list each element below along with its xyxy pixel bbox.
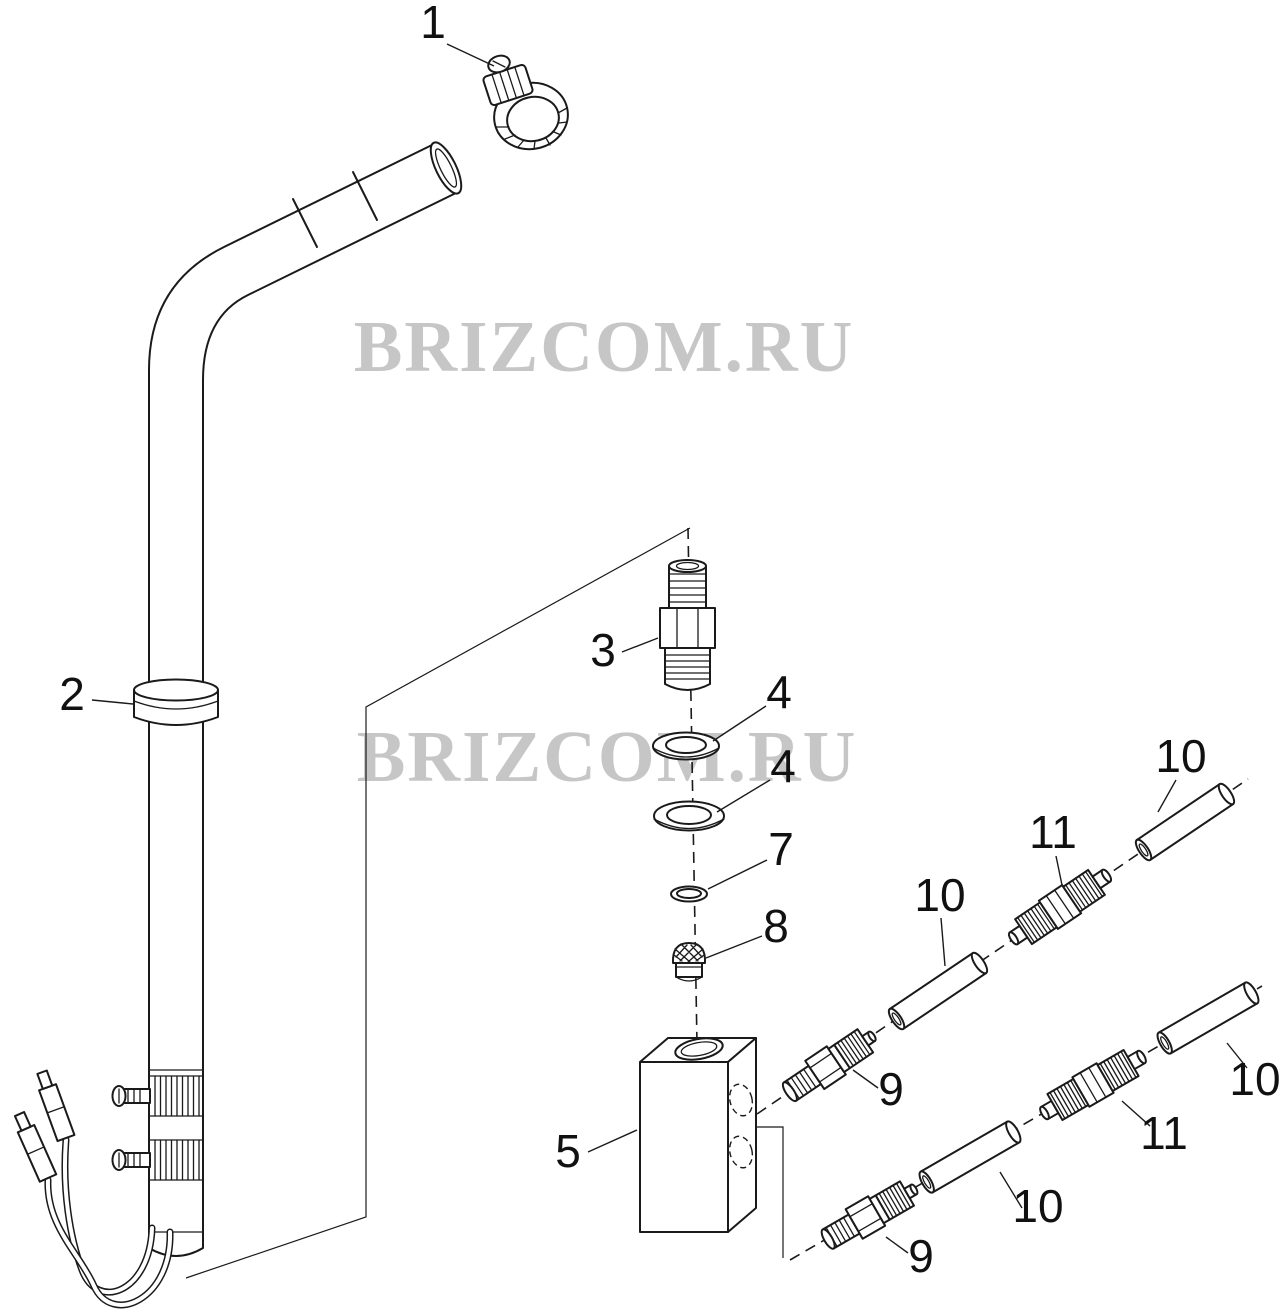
lance-collar-ring xyxy=(133,678,219,726)
part-label-10c: 10 xyxy=(1229,1053,1280,1105)
reference-polyline-lower-chain xyxy=(757,1126,784,1258)
leader-7 xyxy=(707,859,768,890)
part-11-coupling-a xyxy=(1007,868,1113,946)
leader-10a xyxy=(940,917,946,967)
part-label-2: 2 xyxy=(59,668,85,720)
part-label-10a: 10 xyxy=(914,869,965,921)
part-label-7: 7 xyxy=(768,823,794,875)
leader-8 xyxy=(705,935,763,959)
part-2-lance-tube xyxy=(111,141,463,1257)
part-label-11b: 11 xyxy=(1140,1107,1188,1159)
part-10-hose-b xyxy=(1134,782,1236,862)
hidden-port-lower-icon xyxy=(728,1135,754,1169)
part-11-coupling-b xyxy=(1039,1049,1147,1121)
part-8-filter-plug xyxy=(671,942,707,982)
leader-1 xyxy=(446,43,495,67)
part-label-5: 5 xyxy=(555,1125,581,1177)
leader-11a xyxy=(1055,855,1063,886)
part-9-valve-a xyxy=(781,1028,877,1103)
wire-terminal-b xyxy=(13,1111,58,1183)
part-label-9b: 9 xyxy=(908,1230,934,1282)
hidden-port-upper-icon xyxy=(728,1083,754,1117)
part-label-3: 3 xyxy=(590,624,616,676)
part-5-valve-block xyxy=(639,1037,757,1233)
part-label-10d: 10 xyxy=(1012,1180,1063,1232)
part-label-4b: 4 xyxy=(770,740,796,792)
reference-polyline-left xyxy=(185,527,691,1279)
leader-3 xyxy=(621,637,659,653)
watermark-top: BRIZCOM.RU xyxy=(354,306,855,387)
part-4-washer-b xyxy=(653,800,725,832)
leader-9b xyxy=(885,1236,909,1254)
part-label-11a: 11 xyxy=(1029,806,1077,858)
leader-2 xyxy=(91,699,134,705)
leader-10c xyxy=(1226,1042,1248,1069)
leader-10d xyxy=(999,1171,1023,1209)
leader-5 xyxy=(587,1129,638,1153)
clamp-screw-upper xyxy=(111,1085,151,1107)
centerline-vertical-icon xyxy=(687,527,698,1045)
part-1-hose-clamp xyxy=(482,54,569,151)
wire-terminal-a xyxy=(36,1069,76,1143)
watermark-middle: BRIZCOM.RU xyxy=(357,716,858,797)
part-10-hose-d xyxy=(918,1120,1022,1194)
ignition-wires xyxy=(13,1069,174,1309)
part-label-8: 8 xyxy=(763,900,789,952)
part-4-washer-a xyxy=(652,731,720,761)
part-label-4a: 4 xyxy=(766,666,792,718)
sleeve-joint-lines xyxy=(292,171,378,248)
filter-mesh-hatch xyxy=(673,943,705,963)
part-7-o-ring xyxy=(670,885,708,903)
part-label-1: 1 xyxy=(420,0,446,48)
part-number-labels: 1 2 3 4 4 7 8 5 9 9 10 10 10 10 11 11 xyxy=(59,0,1280,1282)
leader-4a xyxy=(712,705,767,742)
part-10-hose-c xyxy=(1156,981,1260,1055)
part-9-valve-b xyxy=(820,1180,919,1250)
part-label-10b: 10 xyxy=(1155,730,1206,782)
part-label-9a: 9 xyxy=(878,1063,904,1115)
clamp-band-ribs xyxy=(495,107,568,150)
part-10-hose-a xyxy=(887,951,989,1031)
part-3-nipple xyxy=(659,559,716,691)
leader-10b xyxy=(1157,779,1177,813)
leader-4b xyxy=(716,779,771,813)
clamp-screw-housing xyxy=(482,63,534,107)
leader-9a xyxy=(852,1069,879,1089)
clamp-screw-lower xyxy=(111,1149,151,1171)
leader-lines xyxy=(91,43,1248,1254)
leader-11b xyxy=(1121,1100,1151,1127)
